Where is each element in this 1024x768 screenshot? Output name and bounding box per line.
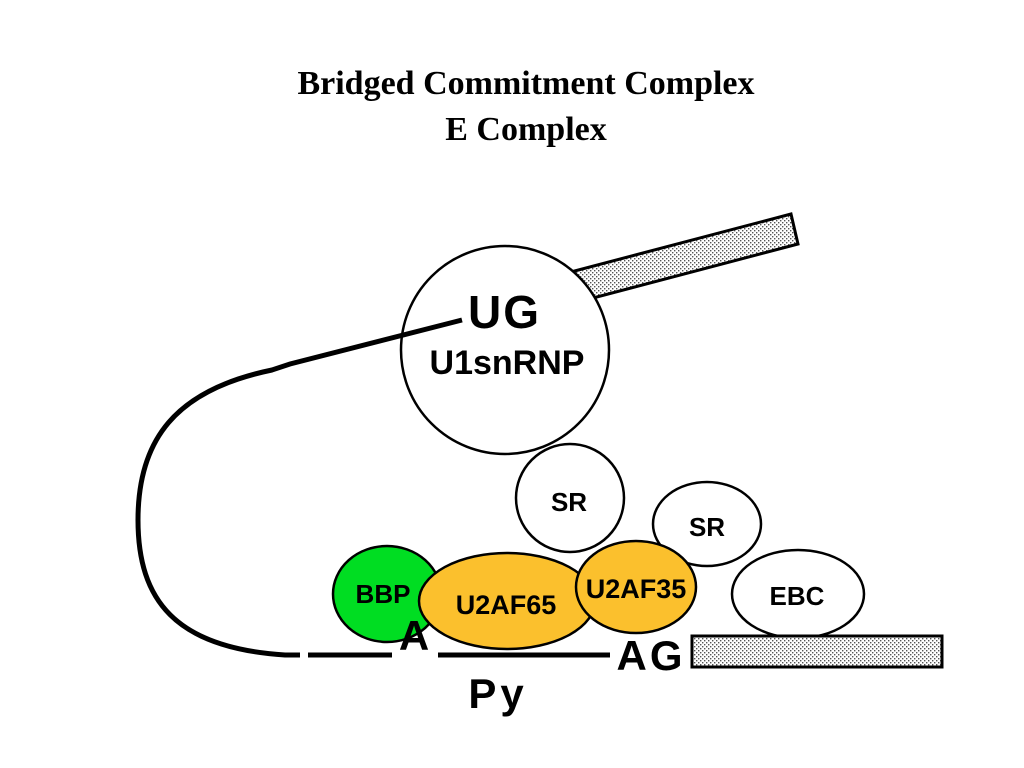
exon-3prime — [690, 634, 944, 669]
u1snrnp-circle — [399, 244, 611, 456]
u1snrnp-label: U1snRNP — [430, 344, 585, 382]
sr-left-label: SR — [551, 487, 587, 517]
title-line-2: E Complex — [445, 111, 607, 148]
u2af65-label: U2AF65 — [456, 590, 557, 620]
intron-loop — [135, 317, 463, 658]
sr-right-label: SR — [689, 512, 725, 542]
ag-label: AG — [617, 632, 686, 679]
title-line-1: Bridged Commitment Complex — [297, 65, 754, 102]
u2af35-label: U2AF35 — [586, 574, 687, 604]
u2af35-oval — [574, 539, 698, 635]
ug-label: UG — [468, 286, 541, 338]
ebc-label: EBC — [770, 581, 825, 611]
sr-protein-right — [651, 480, 763, 568]
bbp-label: BBP — [356, 579, 411, 609]
branch-a-label: A — [399, 612, 429, 659]
py-label: Py — [468, 670, 527, 717]
sr-protein-left — [514, 442, 626, 554]
